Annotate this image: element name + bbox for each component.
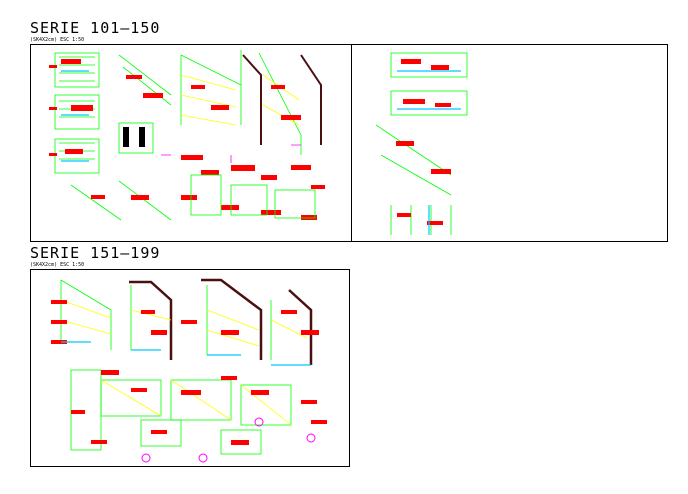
section-1-subtitle: (SK4X2cm) ESC 1:50	[30, 37, 85, 43]
sheet-serie-101-150	[30, 44, 668, 242]
sheet-serie-151-199	[30, 269, 350, 467]
section-1-title: SERIE 101–150	[30, 19, 161, 37]
section-2-title: SERIE 151–199	[30, 244, 161, 262]
section-2-subtitle: (SK4X2cm) ESC 1:50	[30, 262, 85, 268]
cad-drawing-serie-101-150	[49, 50, 468, 235]
cad-drawing-serie-151-199	[51, 278, 327, 463]
sheet-divider	[351, 45, 352, 241]
